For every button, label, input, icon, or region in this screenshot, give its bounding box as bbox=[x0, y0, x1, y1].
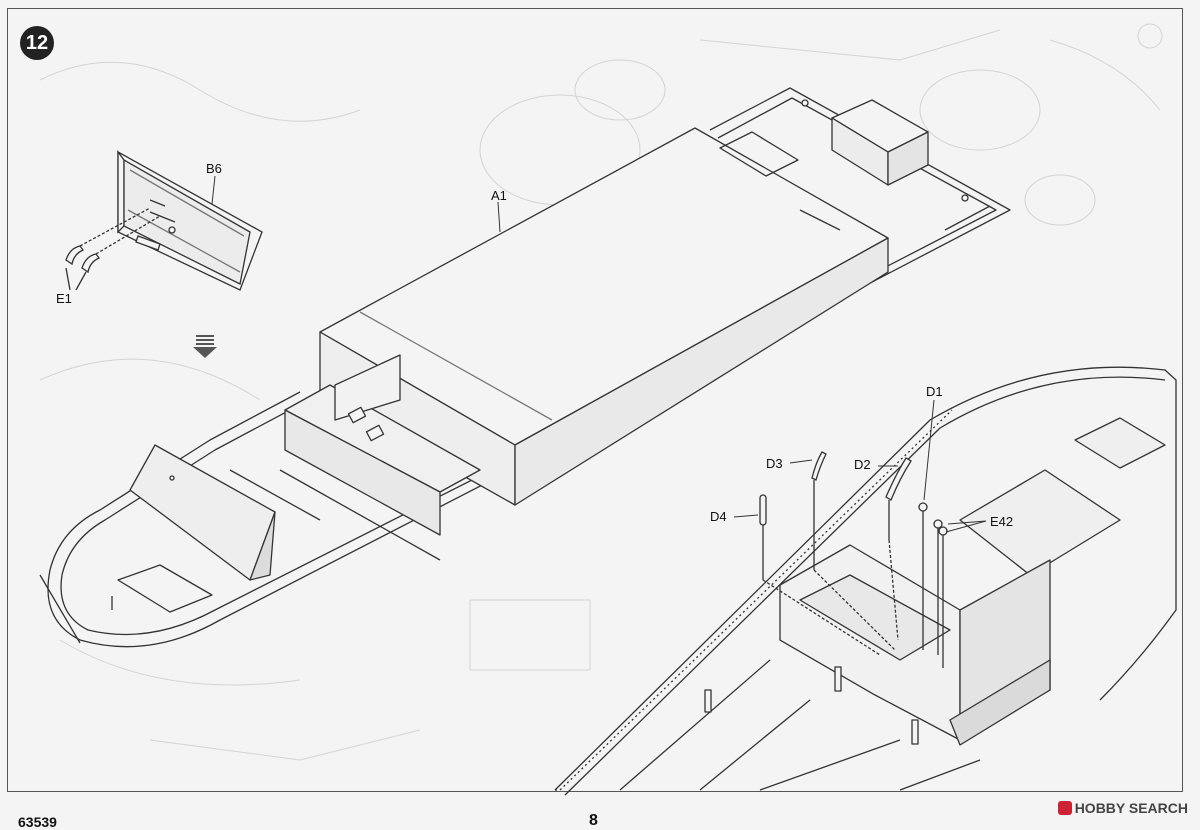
part-e1-handles bbox=[66, 208, 160, 290]
callout-d4: D4 bbox=[710, 509, 727, 524]
product-code: 63539 bbox=[18, 814, 57, 830]
callout-d1: D1 bbox=[926, 384, 943, 399]
step-number-badge: 12 bbox=[20, 26, 54, 60]
b6-leader bbox=[212, 176, 215, 204]
detail-hull-section bbox=[555, 367, 1176, 795]
page-border bbox=[7, 8, 1183, 792]
detail-rods bbox=[760, 452, 947, 668]
background-ghost-artwork bbox=[40, 24, 1162, 760]
callout-d3: D3 bbox=[766, 456, 783, 471]
watermark-text: HOBBY SEARCH bbox=[1074, 800, 1188, 816]
down-arrow-icon bbox=[193, 335, 217, 358]
callout-b6: B6 bbox=[206, 161, 222, 176]
callout-a1: A1 bbox=[491, 188, 507, 203]
page-number: 8 bbox=[589, 812, 598, 829]
detail-leaders bbox=[734, 400, 986, 532]
callout-e1: E1 bbox=[56, 291, 72, 306]
main-hull bbox=[40, 88, 1010, 647]
watermark-logo-icon bbox=[1057, 801, 1072, 815]
a1-leader bbox=[498, 202, 500, 232]
part-b6-panel bbox=[118, 152, 262, 290]
callout-e42: E42 bbox=[990, 514, 1014, 529]
watermark: HOBBY SEARCH bbox=[1057, 800, 1188, 816]
callout-d2: D2 bbox=[854, 457, 871, 472]
